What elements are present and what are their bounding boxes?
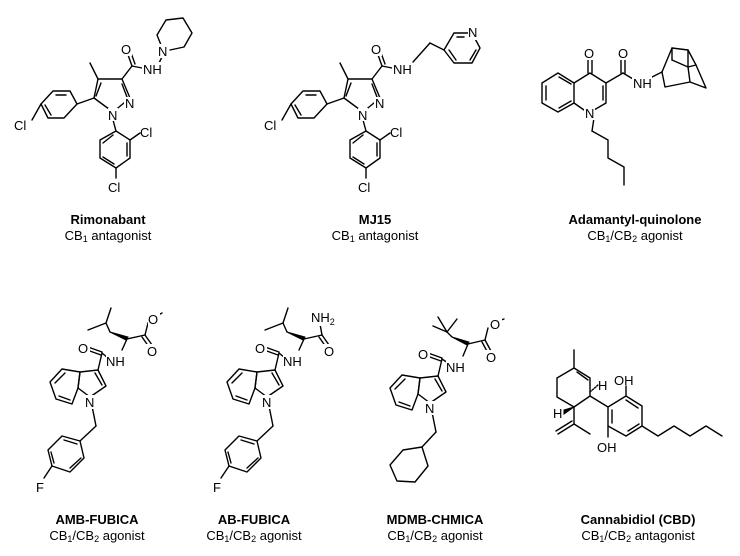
compound-activity: CB1/CB2 antagonist — [581, 528, 695, 544]
atom-N2: N — [125, 96, 134, 111]
compound-name: Cannabidiol (CBD) — [580, 512, 696, 527]
caption-adamantyl-quinolone: Adamantyl-quinolone CB1/CB2 agonist — [535, 212, 735, 244]
structure-mdmb-chmica: O O O NH N — [360, 300, 560, 500]
caption-rimonabant: Rimonabant CB1 antagonist — [8, 212, 208, 244]
compound-name: AMB-FUBICA — [55, 512, 139, 527]
compound-activity: CB1 antagonist — [331, 228, 419, 244]
cannabidiol-skeleton: OH OH H H — [553, 349, 723, 455]
atom-Cl: Cl — [14, 118, 26, 133]
atom-N2: N — [375, 96, 384, 111]
atom-Cl: Cl — [108, 180, 120, 195]
atom-H: H — [553, 406, 562, 421]
compound-activity: CB1/CB2 agonist — [49, 528, 145, 544]
atom-NH2: NH2 — [311, 310, 335, 327]
atom-NH: NH — [106, 354, 125, 369]
atom-N: N — [85, 395, 94, 410]
caption-amb-fubica: AMB-FUBICA CB1/CB2 agonist — [0, 512, 197, 544]
compound-activity: CB1 antagonist — [64, 228, 152, 244]
atom-H: H — [598, 378, 607, 393]
atom-NH: NH — [393, 62, 412, 77]
structure-cannabidiol: OH OH H H — [540, 300, 740, 500]
atom-Cl: Cl — [358, 180, 370, 195]
atom-O-carbonyl: O — [486, 350, 496, 365]
atom-NH: NH — [283, 354, 302, 369]
atom-O-amide: O — [78, 341, 88, 356]
atom-Cl: Cl — [140, 125, 152, 140]
atom-Cl: Cl — [390, 125, 402, 140]
atom-N-piperidine: N — [158, 44, 167, 59]
atom-OH: OH — [597, 440, 617, 455]
atom-N-pyridine: N — [468, 25, 477, 40]
atom-N1: N — [108, 108, 117, 123]
atom-O: O — [618, 46, 628, 61]
ab-fubica-skeleton: NH2 O O NH N F — [213, 307, 336, 495]
atom-N: N — [262, 395, 271, 410]
rimonabant-skeleton: O NH N N N Cl Cl Cl — [14, 17, 193, 195]
atom-N: N — [585, 106, 594, 121]
compound-name: Adamantyl-quinolone — [568, 212, 702, 227]
atom-O-carbonyl: O — [324, 344, 334, 359]
adamantyl-quinolone-skeleton: O O NH N — [541, 46, 707, 186]
caption-cannabidiol: Cannabidiol (CBD) CB1/CB2 antagonist — [538, 512, 738, 544]
compound-name: MJ15 — [358, 212, 392, 227]
atom-F: F — [36, 480, 44, 495]
atom-Cl: Cl — [264, 118, 276, 133]
structure-ab-fubica: NH2 O O NH N F — [180, 300, 380, 500]
caption-mdmb-chmica: MDMB-CHMICA CB1/CB2 agonist — [335, 512, 535, 544]
compound-activity: CB1/CB2 agonist — [206, 528, 302, 544]
atom-O-carbonyl: O — [147, 344, 157, 359]
atom-O-ester: O — [148, 312, 158, 327]
atom-O: O — [121, 42, 131, 57]
structure-mj15: O NH N N N Cl Cl Cl — [250, 0, 500, 200]
compound-activity: CB1/CB2 agonist — [587, 228, 683, 244]
compound-name: MDMB-CHMICA — [386, 512, 484, 527]
atom-N1: N — [358, 108, 367, 123]
compound-activity: CB1/CB2 agonist — [387, 528, 483, 544]
atom-NH: NH — [633, 76, 652, 91]
structure-adamantyl-quinolone: O O NH N — [490, 0, 740, 200]
atom-O: O — [371, 42, 381, 57]
atom-OH: OH — [614, 373, 634, 388]
atom-O-ester: O — [490, 317, 500, 332]
atom-NH: NH — [143, 62, 162, 77]
compound-name: Rimonabant — [70, 212, 146, 227]
atom-O: O — [584, 46, 594, 61]
atom-O-amide: O — [255, 341, 265, 356]
amb-fubica-skeleton: O O O NH N F — [36, 307, 163, 495]
atom-NH: NH — [446, 360, 465, 375]
mdmb-chmica-skeleton: O O O NH N — [389, 316, 505, 483]
caption-mj15: MJ15 CB1 antagonist — [275, 212, 475, 244]
atom-N: N — [425, 401, 434, 416]
compound-name: AB-FUBICA — [217, 512, 291, 527]
caption-ab-fubica: AB-FUBICA CB1/CB2 agonist — [154, 512, 354, 544]
structure-amb-fubica: O O O NH N F — [0, 300, 200, 500]
structure-rimonabant: O NH N N N Cl Cl Cl — [0, 0, 250, 200]
mj15-skeleton: O NH N N N Cl Cl Cl — [264, 25, 481, 195]
atom-O-amide: O — [418, 347, 428, 362]
atom-F: F — [213, 480, 221, 495]
